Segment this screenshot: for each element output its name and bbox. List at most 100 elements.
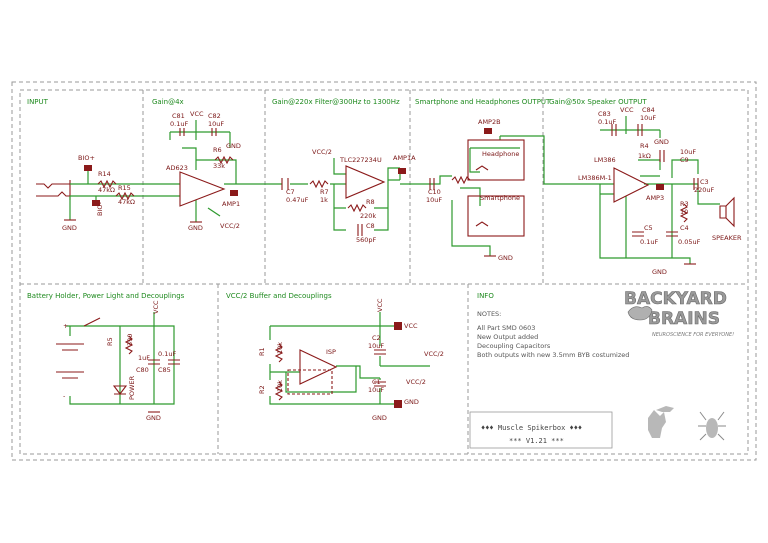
logo-line2: BRAINS [648,309,720,329]
isp-label: ISP [326,348,336,356]
c80-label: C80 [136,366,149,374]
c7-label: C7 [286,188,295,196]
c4-value: 0.05uF [678,238,701,246]
power-switch [83,317,101,327]
tlc-opamp [345,165,386,199]
input-jack [36,180,71,200]
gnd-pad [394,400,402,408]
ad623-label: AD623 [166,164,188,172]
g4-gnd-label: GND [226,142,241,150]
section-battery-title: Battery Holder, Power Light and Decoupli… [27,292,185,300]
ad623-opamp [179,171,226,207]
c7-value: 0.47uF [286,196,309,204]
c5-label: C5 [644,224,653,232]
lm386-opamp [613,167,650,203]
amp1a-label: AMP1A [393,154,416,162]
smartphone-label: Smartphone [480,194,520,202]
speaker-icon [719,196,735,228]
c10-label: C10 [428,188,441,196]
g50-gnd2-label: GND [652,268,667,276]
c10-value: 10uF [426,196,442,204]
outer-frame [11,81,757,461]
c8-label: C8 [366,222,375,230]
notes-line-4: Both outputs with new 3.5mm BYB costumiz… [477,351,629,359]
c9-value: 10uF [680,148,696,156]
section-filter-title: Gain@220x Filter@300Hz to 1300Hz [272,98,400,106]
isp-opamp [299,349,338,385]
c84-label: C84 [642,106,655,114]
michigan-icon [648,406,674,438]
r14-value: 47kΩ [98,186,115,194]
g50-vcc-label: VCC [620,106,634,114]
c2-value: 10uF [368,342,384,350]
c10-cap [429,178,435,190]
project-version: *** V1.21 *** [509,437,564,445]
lm386m-label: LM386M-1 [578,174,612,182]
bio-plus-pad [84,165,92,171]
battery-minus: - [63,392,66,400]
c85-value: 0.1uF [158,350,176,358]
battery-cells [56,343,84,379]
logo-tagline: NEUROSCIENCE FOR EVERYONE! [652,332,734,338]
r1-label: R1 [258,347,266,356]
g4-vcc2-label: VCC/2 [220,222,240,230]
c83-label: C83 [598,110,611,118]
c81-label: C81 [172,112,185,120]
r14-label: R14 [98,170,111,178]
v-vcc-pad-label: VCC [404,322,418,330]
c80-value: 1uF [138,354,150,362]
r7-label: R7 [320,188,329,196]
v-vcc2-label-2: VCC/2 [406,378,426,386]
r15-label: R15 [118,184,131,192]
r8-label: R8 [366,198,375,206]
inner-frame [19,89,749,455]
input-gnd-label: GND [62,224,77,232]
g50-gnd-label: GND [654,138,669,146]
amp1a-pad [398,168,406,174]
c82-value: 10uF [208,120,224,128]
battery-plus: + [63,322,68,330]
c82-label: C82 [208,112,221,120]
r2-value: 10k [276,380,284,392]
c83-c84-caps [611,124,643,136]
speaker-label: SPEAKER [712,234,742,242]
smartphone-jack [467,195,525,237]
c8-value: 560pF [356,236,377,244]
bio-minus-label: BIO- [96,201,104,216]
c1-label: C1 [372,378,381,386]
amp2b-label: AMP2B [478,118,501,126]
power-led [112,385,128,395]
c83-value: 0.1uF [598,118,616,126]
c4-label: C4 [680,224,689,232]
notes-line-3: Decoupling Capacitors [477,342,551,350]
tlc-label: TLC227234U [339,156,382,164]
notes-line-1: All Part SMD 0603 [477,324,535,332]
section-output-title: Smartphone and Headphones OUTPUT [415,98,551,106]
c1-value: 10uF [368,386,384,394]
c5-value: 0.1uF [640,238,658,246]
section-vcc2-title: VCC/2 Buffer and Decouplings [226,292,332,300]
c84-value: 10uF [640,114,656,122]
v-vcc2-label: VCC/2 [424,350,444,358]
c81-value: 0.1uF [170,120,188,128]
f-vcc2-label: VCC/2 [312,148,332,156]
bio-minus-pad [92,200,100,206]
r3-label: R3 [680,200,689,208]
brain-icon [627,306,653,321]
r3-value: 10 [680,208,688,216]
notes-heading: NOTES: [477,310,501,318]
b-vcc-label: VCC [152,300,160,314]
section-gain50-title: Gain@50x Speaker OUTPUT [549,98,647,106]
c9-label: C9 [680,156,689,164]
r4-value: 1kΩ [638,152,651,160]
power-label: POWER [128,375,136,400]
v-gnd2-label: GND [372,414,387,422]
section-info-title: INFO [477,292,494,300]
amp1-label: AMP1 [222,200,240,208]
v-gnd-label: GND [404,398,419,406]
section-gain4x-title: Gain@4x [152,98,184,106]
r6-value: 33k [213,162,225,170]
r8-value: 220k [360,212,376,220]
amp3-label: AMP3 [646,194,664,202]
